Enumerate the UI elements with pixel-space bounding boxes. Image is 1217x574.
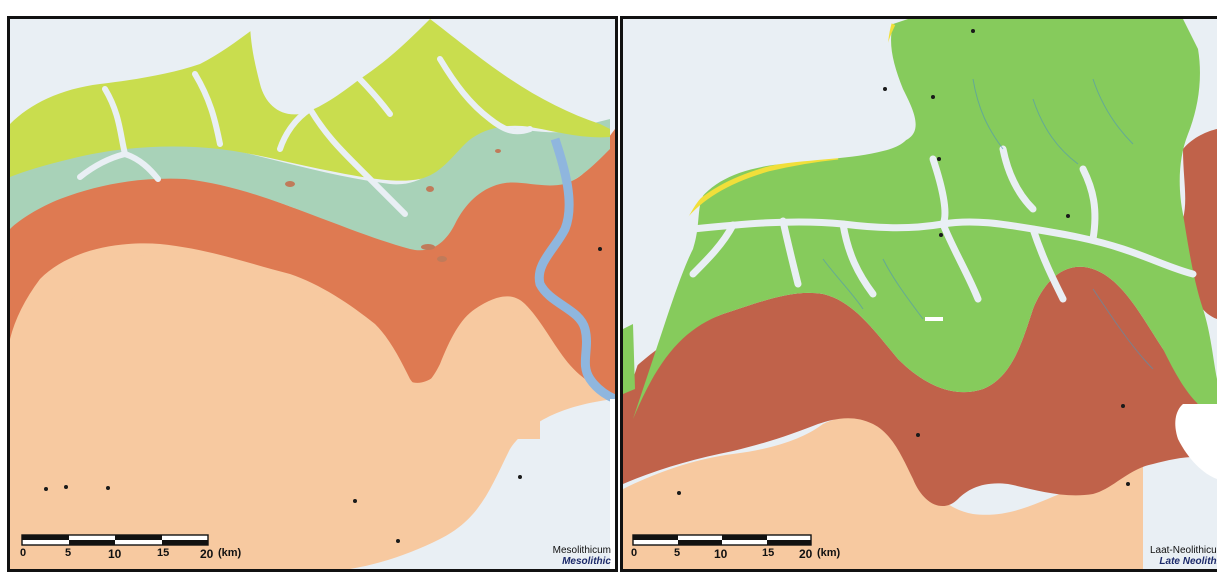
scale-bar: 0 5 10 15 20 (km)	[631, 533, 861, 563]
period-caption: Mesolithicum Mesolithic	[553, 545, 611, 567]
west-edge-strip	[623, 324, 635, 394]
estuary-main	[623, 19, 912, 389]
scale-unit: (km)	[218, 547, 242, 559]
river	[534, 137, 615, 404]
peat-area	[623, 266, 1217, 507]
marsh-islands	[285, 149, 501, 262]
late-neolithic-map	[623, 19, 1217, 569]
map-panel-late-neolithic: 0 5 10 15 20 (km) Laat-Neolithicum Late …	[620, 16, 1217, 572]
period-name-dutch: Laat-Neolithicum	[1149, 545, 1217, 556]
scale-tick-15: 15	[157, 547, 170, 559]
scale-unit: (km)	[817, 547, 841, 559]
scale-tick-10: 10	[108, 547, 122, 561]
map-panel-mesolithic: 0 5 10 15 20 (km) Mesolithicum Mesolithi…	[7, 16, 618, 572]
site-markers	[44, 247, 602, 543]
mesolithic-map	[10, 19, 615, 569]
scale-tick-5: 5	[674, 547, 681, 559]
white-patch	[925, 317, 943, 321]
period-caption: Laat-Neolithicum Late Neolithic	[1150, 545, 1217, 567]
upland-area	[623, 417, 1143, 569]
creek-network	[822, 78, 1154, 370]
upland-lobes	[40, 254, 540, 439]
scale-bar-graphic	[21, 534, 209, 546]
scale-tick-20: 20	[200, 547, 214, 561]
scale-bar-graphic	[632, 534, 812, 546]
inlet	[250, 19, 430, 115]
scale-tick-10: 10	[714, 547, 728, 561]
scale-tick-15: 15	[762, 547, 775, 559]
scale-tick-5: 5	[65, 547, 72, 559]
site-markers	[677, 29, 1130, 495]
scale-bar: 0 5 10 15 20 (km)	[20, 533, 250, 563]
salt-marsh	[633, 19, 1217, 419]
edge-crop	[1175, 404, 1217, 479]
period-name-english: Late Neolithic	[1159, 556, 1217, 567]
coastal-zone	[10, 119, 610, 251]
period-name-dutch: Mesolithicum	[552, 545, 611, 556]
scale-tick-0: 0	[20, 547, 27, 559]
edge-crop	[610, 399, 615, 569]
period-name-english: Mesolithic	[562, 556, 611, 567]
scale-tick-0: 0	[631, 547, 638, 559]
tidal-creeks	[689, 145, 1197, 303]
scale-tick-20: 20	[799, 547, 813, 561]
